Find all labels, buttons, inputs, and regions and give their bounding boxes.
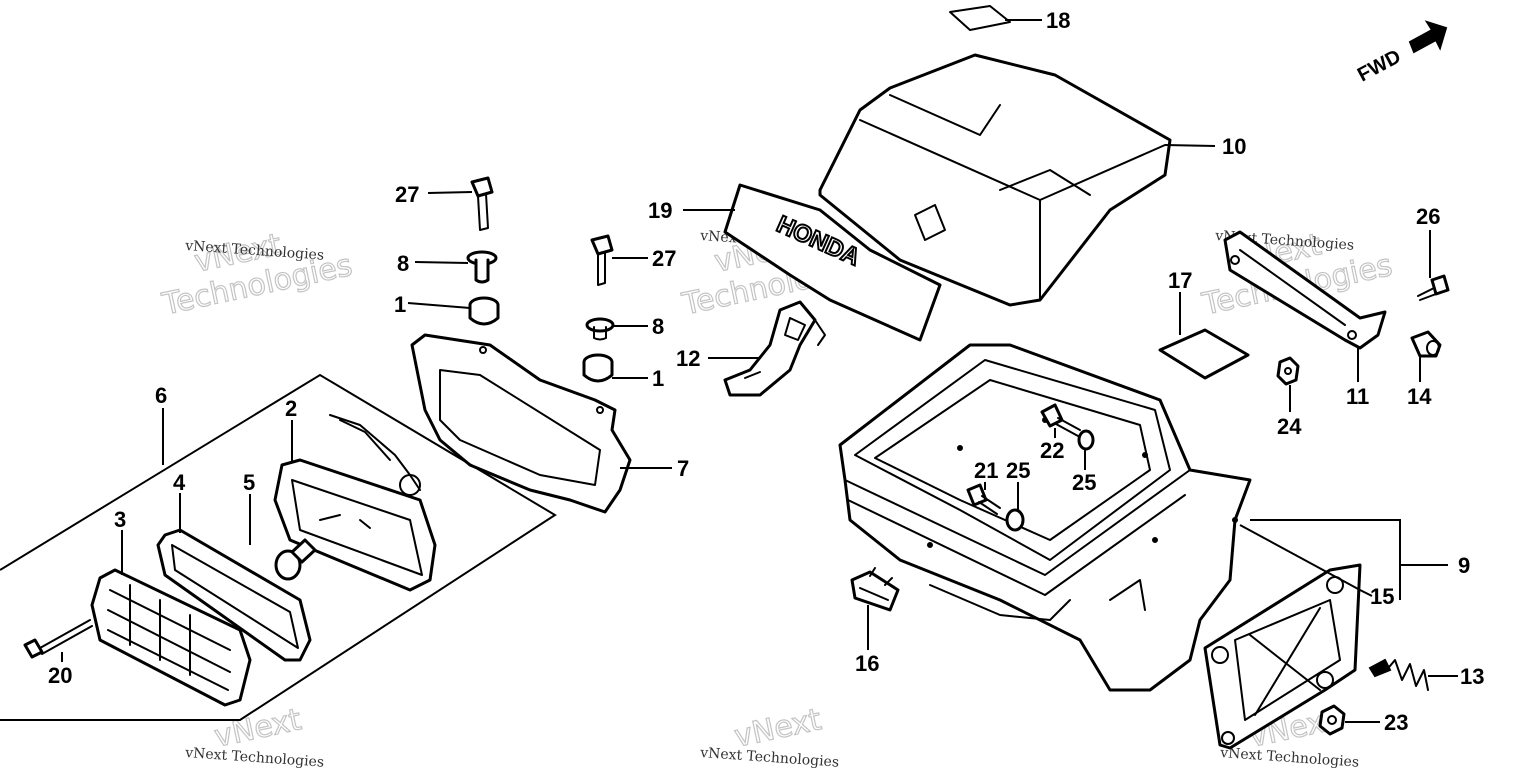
part-2-light-housing xyxy=(273,414,437,592)
part-18-label-sticker xyxy=(949,5,1011,31)
callout-25: 25 xyxy=(1072,470,1096,495)
part-25-washer xyxy=(1077,429,1095,451)
callout-8: 8 xyxy=(652,314,664,339)
part-20-screw xyxy=(23,619,93,659)
part-13-spring xyxy=(1368,658,1429,691)
part-3-lens xyxy=(90,568,252,707)
watermark-small-text: vNext Technologies xyxy=(699,745,840,768)
part-22-bolt xyxy=(1040,403,1081,437)
part-7-light-bracket xyxy=(410,333,632,514)
callout-13: 13 xyxy=(1460,664,1484,689)
part-5-bulb xyxy=(274,538,317,581)
callout-26: 26 xyxy=(1416,204,1440,229)
leader-lines xyxy=(61,19,1458,723)
callout-24: 24 xyxy=(1277,414,1302,439)
part-9-trunk-box xyxy=(838,343,1252,692)
watermark-small-text: vNext Technologies xyxy=(184,745,325,768)
callout-9: 9 xyxy=(1458,553,1470,578)
callout-1: 1 xyxy=(394,292,406,317)
callout-22: 22 xyxy=(1040,438,1064,463)
callout-6: 6 xyxy=(155,383,167,408)
part-25-washer xyxy=(1005,508,1025,532)
part-16-connector xyxy=(850,567,900,612)
callout-19: 19 xyxy=(648,198,672,223)
watermark-brand: vNext xyxy=(731,702,824,755)
callout-15: 15 xyxy=(1370,584,1394,609)
callout-1: 1 xyxy=(652,366,664,391)
part-27-bolt xyxy=(470,176,494,231)
part-10-trunk-lid xyxy=(818,53,1172,307)
callout-5: 5 xyxy=(243,470,255,495)
callout-8: 8 xyxy=(397,251,409,276)
part-4-gasket xyxy=(156,528,312,662)
part-8-collar xyxy=(466,250,498,284)
part-15-plate-bracket xyxy=(1203,563,1362,750)
fwd-label: FWD xyxy=(1354,46,1405,87)
fwd-arrow-icon xyxy=(1408,20,1448,54)
callout-16: 16 xyxy=(855,651,879,676)
part-23-nut xyxy=(1318,704,1346,736)
part-19-honda-emblem: HONDA xyxy=(723,183,942,342)
part-11-stay-bar xyxy=(1223,230,1387,350)
part-1-grommet xyxy=(582,353,614,383)
part-8-collar xyxy=(585,317,615,341)
callout-25: 25 xyxy=(1006,458,1030,483)
callout-10: 10 xyxy=(1222,134,1246,159)
callout-27: 27 xyxy=(395,182,419,207)
part-27-bolt xyxy=(590,234,614,286)
callout-12: 12 xyxy=(676,346,700,371)
part-6-assembly-outline xyxy=(0,373,557,721)
part-26-bolt xyxy=(1417,274,1450,301)
callout-14: 14 xyxy=(1407,384,1432,409)
part-17-caution-sticker xyxy=(1158,328,1250,380)
callout-labels: 18 10 27 8 1 27 8 1 19 12 6 2 4 5 3 7 20… xyxy=(48,8,1484,735)
callout-4: 4 xyxy=(173,470,186,495)
part-14-collar xyxy=(1410,330,1442,358)
part-24-nut xyxy=(1276,356,1300,386)
part-21-bolt xyxy=(966,483,1001,515)
watermark-small-text: vNext Technologies xyxy=(1219,745,1360,768)
fwd-direction-indicator: FWD xyxy=(1354,20,1448,87)
callout-21: 21 xyxy=(974,458,998,483)
callout-18: 18 xyxy=(1046,8,1070,33)
callout-17: 17 xyxy=(1168,268,1192,293)
callout-20: 20 xyxy=(48,663,72,688)
callout-2: 2 xyxy=(285,396,297,421)
callout-23: 23 xyxy=(1384,710,1408,735)
callout-3: 3 xyxy=(114,507,126,532)
part-1-grommet xyxy=(468,296,500,326)
callout-7: 7 xyxy=(677,456,689,481)
part-12-latch xyxy=(723,300,826,397)
callout-11: 11 xyxy=(1346,384,1369,409)
callout-27: 27 xyxy=(652,246,676,271)
